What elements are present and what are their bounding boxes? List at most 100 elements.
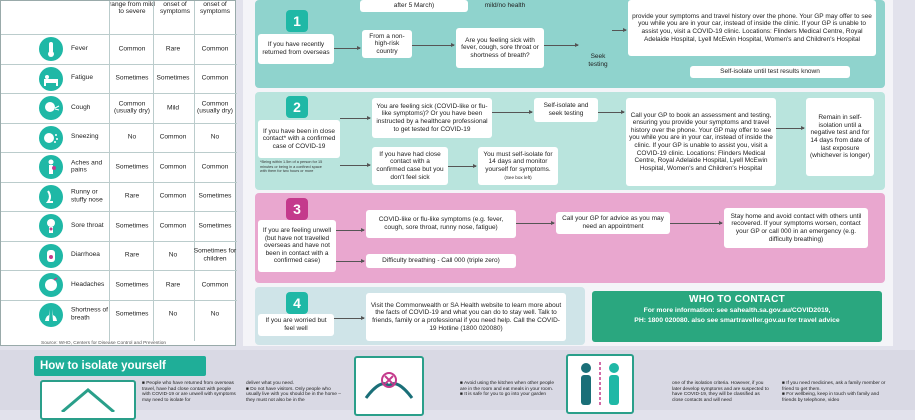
col-header-2: onset of symptoms — [159, 1, 191, 16]
step-4-start: If you are worried but feel well — [258, 314, 334, 336]
distance-illustration — [566, 354, 634, 414]
step-1-question: Are you feeling sick with fever, cough, … — [456, 28, 544, 68]
step-4-number: 4 — [286, 292, 308, 314]
cold-value: No — [168, 310, 178, 318]
step-1-top-b: mild/no health — [484, 2, 526, 10]
cold-value: Common — [159, 163, 187, 171]
step-3-symptoms: COVID-like or flu-like symptoms (e.g. fe… — [366, 210, 516, 238]
head-icon — [39, 273, 63, 297]
flu-value: Common — [201, 74, 229, 82]
cough-icon — [39, 96, 63, 120]
step-2-must-isolate-box: You must self-isolate for 14 days and mo… — [478, 147, 558, 185]
flu-value: Sometimes — [198, 222, 232, 230]
step-3-stay-home: Stay home and avoid contact with others … — [724, 208, 868, 248]
symptoms-table: range from mild to severe onset of sympt… — [0, 0, 237, 346]
covid-value: Rare — [124, 192, 140, 200]
step-1-from-country: From a non-high-risk country — [362, 30, 412, 58]
step-2-number: 2 — [286, 96, 308, 118]
cold-value: Common — [159, 133, 187, 141]
step-3-breathing: Difficulty breathing - Call 000 (triple … — [366, 254, 516, 268]
cold-value: Mild — [166, 104, 180, 112]
covid-value: Sometimes — [115, 222, 149, 230]
cold-value: Rare — [165, 45, 181, 53]
house-illustration — [40, 380, 136, 420]
covid-value: Rare — [124, 251, 140, 259]
symptom-row: Headaches Sometimes Rare Common — [1, 270, 237, 299]
flu-value: Common — [201, 45, 229, 53]
symptom-row: Shortness of breath Sometimes No No — [1, 299, 237, 329]
no-handshake-illustration — [354, 356, 424, 416]
symptom-name: Sneezing — [71, 133, 99, 141]
step-2-start: If you have been in close contact* with … — [258, 120, 340, 158]
step-4-visit: Visit the Commonwealth or SA Health webs… — [366, 293, 566, 341]
bed-icon — [39, 66, 63, 91]
symptom-name: Diarrhoea — [71, 251, 100, 259]
symptom-row: Sneezing No Common No — [1, 122, 237, 152]
cold-value: Common — [159, 192, 187, 200]
symptom-name: Shortness of breath — [71, 306, 109, 322]
symptom-name: Fever — [71, 44, 88, 52]
isolation-text-2: deliver what you need. ■ Do not have vis… — [246, 381, 341, 403]
step-1-top-a: after 5 March) — [360, 0, 468, 12]
covid-value: No — [127, 133, 137, 141]
step-3-call-gp: Call your GP for advice as you may need … — [556, 212, 670, 234]
cold-value: Rare — [165, 281, 181, 289]
step-2-remain: Remain in self-isolation until a negativ… — [806, 98, 874, 176]
symptom-row: Cough Common (usually dry) Mild Common (usu… — [1, 93, 237, 122]
thermometer-icon — [39, 37, 63, 61]
step-2-must-isolate: You must self-isolate for 14 days and mo… — [483, 150, 553, 173]
isolation-text-1: ■ People who have returned from overseas… — [142, 381, 236, 403]
step-2-self-isolate: Self-isolate and seek testing — [534, 98, 598, 122]
flu-value: No — [210, 310, 220, 318]
flu-value: Sometimes for children — [193, 247, 237, 263]
step-1-number: 1 — [286, 10, 308, 32]
symptom-name: Headaches — [71, 280, 105, 288]
covid-value: Common (usually dry) — [114, 100, 150, 115]
who-to-contact-box: WHO TO CONTACT For more information: see… — [592, 291, 882, 342]
col-header-1: range from mild to severe — [109, 1, 155, 16]
isolation-text-3: ■ Avoid using the kitchen when other peo… — [460, 381, 555, 398]
covid-value: Sometimes — [115, 281, 149, 289]
contact-heading: WHO TO CONTACT — [688, 294, 786, 305]
cold-value: No — [168, 251, 178, 259]
symptom-row: Sore throat Sometimes Common Sometimes — [1, 211, 237, 240]
covid-value: Common — [118, 45, 146, 53]
step-2-gp: Call your GP to book an assessment and t… — [626, 98, 776, 186]
stomach-icon — [39, 243, 63, 268]
flu-value: No — [210, 133, 220, 141]
col-header-3: onset of symptoms — [199, 1, 231, 16]
throat-icon — [39, 214, 63, 238]
isolation-text-4: one of the isolation criteria. However, … — [672, 381, 769, 403]
symptom-row: Fever Common Rare Common — [1, 34, 237, 63]
isolation-heading: How to isolate yourself — [34, 356, 206, 376]
cold-value: Sometimes — [156, 74, 190, 82]
symptom-name: Aches and pains — [71, 159, 103, 174]
symptom-name: Sore throat — [71, 221, 104, 229]
isolation-text-5: ■ If you need medicines, ask a family me… — [782, 381, 886, 403]
contact-line-1: For more information: see sahealth.sa.go… — [643, 307, 831, 314]
covid-value: Sometimes — [115, 74, 149, 82]
symptom-row: Diarrhoea Rare No Sometimes for children — [1, 240, 237, 270]
lungs-icon — [39, 302, 63, 327]
cold-value: Common — [159, 222, 187, 230]
step-1-isolate: Self-isolate until test results known — [690, 66, 850, 78]
contact-line-2: PH: 1800 020080. also see smartraveller.… — [634, 317, 840, 325]
sneeze-icon — [39, 125, 63, 150]
step-2-not-sick: If you have had close contact with a con… — [372, 147, 448, 185]
flu-value: Common — [201, 281, 229, 289]
flu-value: Common (usually dry) — [197, 100, 233, 115]
step-3-start: If you are feeling unwell (but have not … — [258, 220, 336, 272]
step-3-number: 3 — [286, 198, 308, 220]
step-1-start: If you have recently returned from overs… — [258, 34, 334, 64]
step-2-footnote: *Being within 1.5m of a person for 15 mi… — [260, 160, 323, 173]
step-1-seek: Seek testing — [588, 53, 608, 68]
step-2-sick: You are feeling sick (COVID-like or flu-… — [372, 98, 492, 138]
step-1-gp: provide your symptoms and travel history… — [628, 0, 876, 56]
flu-value: Sometimes — [198, 192, 232, 200]
covid-value: Sometimes — [115, 310, 149, 318]
nose-icon — [39, 184, 63, 209]
symptom-name: Cough — [71, 103, 91, 111]
